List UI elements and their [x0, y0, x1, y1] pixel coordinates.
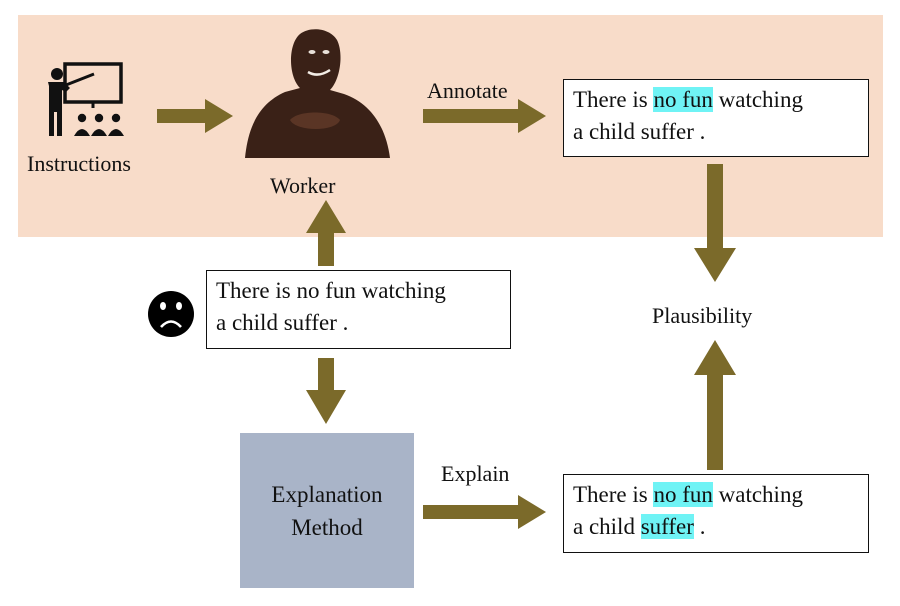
input-sentence-box: There is no fun watching a child suffer …	[206, 270, 511, 349]
explained-text: watching	[712, 482, 803, 507]
input-line-1: There is no fun watching	[216, 278, 446, 303]
arrow-sentence-to-method	[306, 358, 346, 424]
worker-label: Worker	[270, 173, 336, 198]
explain-label: Explain	[441, 461, 510, 486]
instructions-label: Instructions	[27, 151, 131, 176]
input-line-2: a child suffer .	[216, 310, 349, 335]
explained-sentence-box: There is no fun watching a child suffer …	[563, 474, 869, 553]
explained-text: There is	[573, 482, 654, 507]
annotated-line-2: a child suffer .	[573, 119, 706, 144]
explained-highlight: suffer	[640, 514, 694, 539]
arrow-sentence-to-worker	[306, 200, 346, 266]
explained-text: a child	[573, 514, 641, 539]
explained-line-2: a child suffer .	[573, 511, 859, 543]
explained-highlight: no fun	[653, 482, 713, 507]
arrow-explained-to-plausibility	[694, 340, 736, 470]
worker-silhouette-icon	[245, 29, 390, 159]
arrow-annotated-to-plausibility	[694, 164, 736, 282]
annotated-sentence-box: There is no fun watching a child suffer …	[563, 79, 869, 157]
arrow-annotate	[423, 99, 546, 133]
annotated-line-1: There is no fun watching	[573, 84, 859, 116]
annotate-label: Annotate	[427, 78, 508, 103]
arrow-instructions-to-worker	[157, 99, 233, 133]
method-line-1: Explanation	[271, 481, 383, 507]
method-line-2: Method	[291, 514, 363, 540]
arrow-explain	[423, 495, 546, 529]
annotated-highlight: no fun	[653, 87, 713, 112]
explained-line-1: There is no fun watching	[573, 479, 859, 511]
teacher-icon	[48, 62, 124, 136]
plausibility-label: Plausibility	[652, 303, 753, 328]
annotated-text: watching	[712, 87, 803, 112]
explained-text: .	[693, 514, 706, 539]
sad-face-icon	[148, 291, 194, 337]
annotated-text: There is	[573, 87, 654, 112]
